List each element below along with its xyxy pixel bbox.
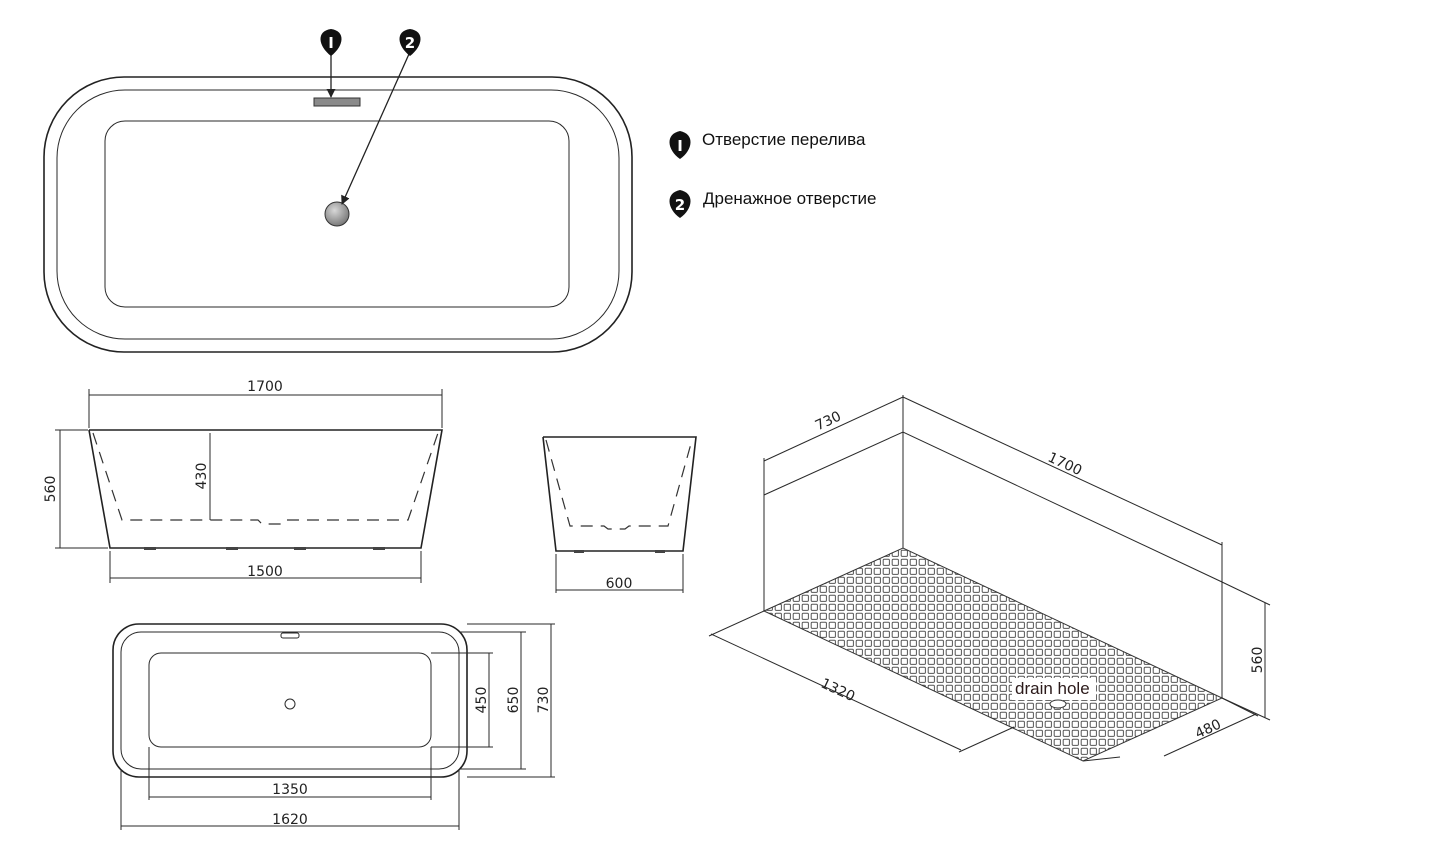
tub-inner-rim	[56, 89, 620, 340]
side-shell	[542, 436, 697, 552]
box-isometric-view: 730 1700 560 1320 480 drain hole	[708, 395, 1271, 762]
drain-hole-label: drain hole	[1015, 679, 1090, 698]
dim-box-base-depth: 480	[1193, 716, 1224, 742]
box-floor-grid	[762, 547, 1224, 762]
top-plan-view: I 2	[43, 29, 633, 353]
dim-box-depth: 730	[813, 408, 844, 434]
legend-marker-2-icon: 2	[669, 190, 691, 218]
dim-plan-outer-length: 1620	[272, 812, 308, 828]
overflow-hole	[313, 97, 361, 107]
dim-front-height: 560	[43, 476, 59, 503]
plan-basin	[148, 652, 432, 748]
front-feet	[144, 547, 385, 550]
plan-inner-rim	[120, 631, 460, 770]
bottom-plan-view: 1350 1620 450 650 730	[112, 623, 555, 830]
side-view: 600	[542, 436, 697, 593]
dim-front-bottom-width: 1500	[247, 564, 283, 580]
dim-plan-inner-width: 450	[474, 687, 490, 714]
drain-hole	[324, 201, 350, 227]
dim-plan-mid-width: 650	[506, 687, 522, 714]
svg-text:2: 2	[675, 196, 685, 214]
dim-front-top-width: 1700	[247, 379, 283, 395]
side-inner-dash	[545, 439, 693, 530]
tub-outer-rim	[43, 76, 633, 353]
front-shell	[88, 429, 443, 549]
drain-leader	[341, 53, 410, 205]
plan-overflow	[280, 632, 300, 639]
front-inner-dash	[92, 432, 439, 525]
legend-marker-1-icon: I	[669, 131, 691, 159]
dim-box-length: 1700	[1045, 450, 1084, 480]
legend-drain-text: Дренажное отверстие	[703, 189, 877, 208]
plan-drain	[284, 698, 296, 710]
dim-front-inner-depth: 430	[194, 463, 210, 490]
marker-1-icon: I	[320, 29, 342, 56]
svg-text:I: I	[328, 34, 334, 52]
dim-plan-outer-width: 730	[536, 687, 552, 714]
dim-side-width: 600	[606, 576, 633, 592]
box-drain-hole	[1049, 699, 1067, 709]
svg-text:2: 2	[405, 34, 415, 52]
dim-plan-inner-length: 1350	[272, 782, 308, 798]
marker-2-icon: 2	[399, 29, 421, 56]
svg-text:I: I	[677, 137, 683, 155]
dim-box-base-length: 1320	[818, 676, 857, 706]
tub-basin	[104, 120, 570, 308]
dim-box-height: 560	[1250, 647, 1266, 674]
legend-overflow-text: Отверстие перелива	[702, 130, 866, 149]
plan-outer	[112, 623, 468, 778]
front-view: 1700 1500 560 430	[43, 379, 443, 583]
